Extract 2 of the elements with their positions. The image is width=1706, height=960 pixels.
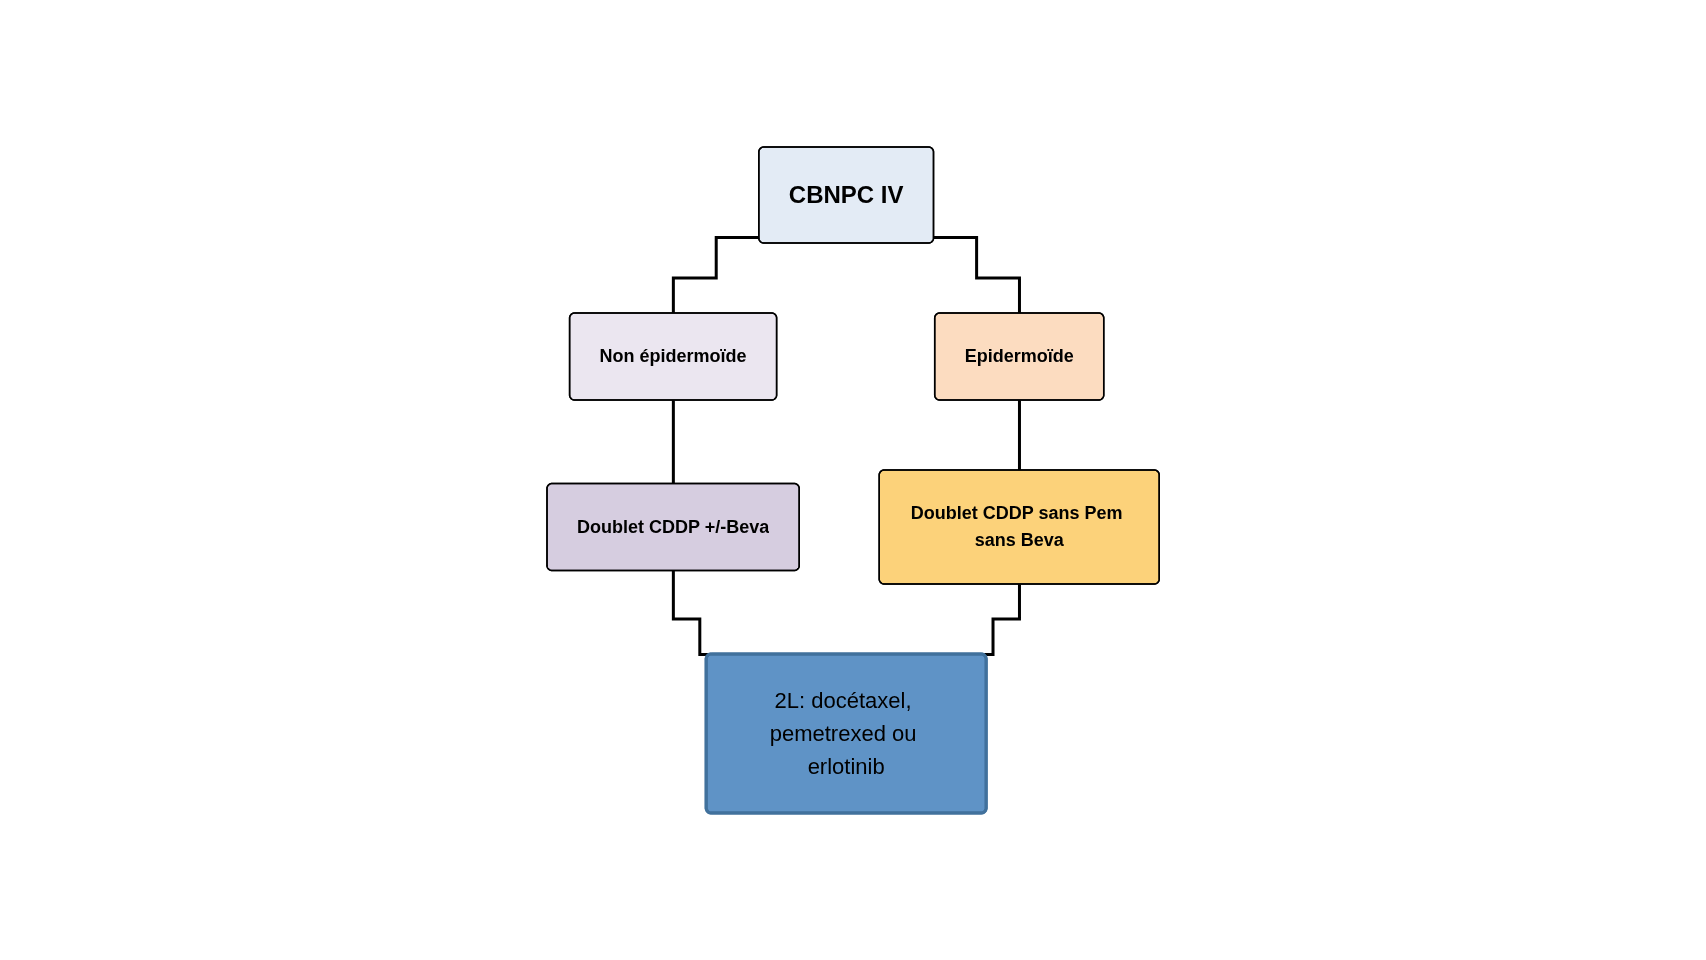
connector — [1017, 399, 1022, 472]
connector — [933, 235, 1022, 315]
